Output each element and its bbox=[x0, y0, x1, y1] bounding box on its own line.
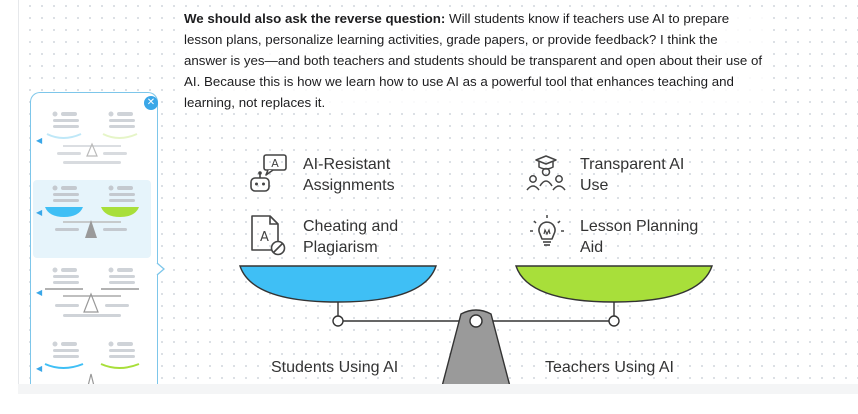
thumbnail-3-arrow-icon: ◀ bbox=[36, 288, 43, 297]
balance-scale bbox=[239, 265, 713, 394]
svg-text:A: A bbox=[271, 157, 279, 170]
lesson-planning-label: Lesson Planning Aid bbox=[580, 216, 698, 258]
document-block-icon: A bbox=[251, 215, 286, 256]
fulcrum bbox=[439, 309, 513, 394]
lesson-planning-line1: Lesson Planning bbox=[580, 218, 699, 235]
transparent-ai-line1: Transparent AI bbox=[580, 156, 685, 173]
paragraph-bold-lead: We should also ask the reverse question: bbox=[184, 11, 446, 26]
paragraph-body: Will students know if teachers use AI to… bbox=[184, 11, 763, 110]
transparent-ai-label: Transparent AI Use bbox=[580, 154, 684, 196]
thumbnail-1[interactable] bbox=[33, 106, 151, 184]
ai-resistant-label: AI-Resistant Assignments bbox=[303, 154, 395, 196]
students-using-ai-label: Students Using AI bbox=[271, 359, 399, 376]
thumbnail-3[interactable] bbox=[33, 262, 151, 340]
cheating-line2: Plagiarism bbox=[303, 239, 378, 256]
thumbnail-4-arrow-icon: ◀ bbox=[36, 364, 43, 373]
transparent-ai-line2: Use bbox=[580, 177, 609, 194]
teacher-students-icon bbox=[526, 155, 566, 191]
svg-text:A: A bbox=[260, 230, 269, 245]
right-pan bbox=[515, 265, 713, 303]
robot-chat-icon: A bbox=[250, 154, 287, 192]
article-paragraph: We should also ask the reverse question:… bbox=[184, 8, 764, 113]
thumbnail-1-arrow-icon: ◀ bbox=[36, 136, 43, 145]
lesson-planning-line2: Aid bbox=[580, 239, 604, 256]
teachers-using-ai-label: Teachers Using AI bbox=[545, 359, 674, 376]
cheating-label: Cheating and Plagiarism bbox=[303, 216, 398, 258]
cheating-line1: Cheating and bbox=[303, 218, 399, 235]
ai-resistant-line1: AI-Resistant bbox=[303, 156, 391, 173]
close-icon[interactable]: ✕ bbox=[144, 96, 158, 110]
panel-pointer-icon bbox=[156, 262, 165, 276]
left-pan bbox=[239, 265, 437, 303]
lightbulb-icon bbox=[530, 215, 564, 246]
thumbnail-2[interactable] bbox=[33, 180, 151, 258]
left-gutter bbox=[0, 0, 19, 394]
thumbnail-2-arrow-icon: ◀ bbox=[36, 208, 43, 217]
thumbnail-4[interactable] bbox=[33, 336, 151, 414]
bottom-scroll-strip bbox=[18, 384, 858, 394]
ai-resistant-line2: Assignments bbox=[303, 177, 395, 194]
